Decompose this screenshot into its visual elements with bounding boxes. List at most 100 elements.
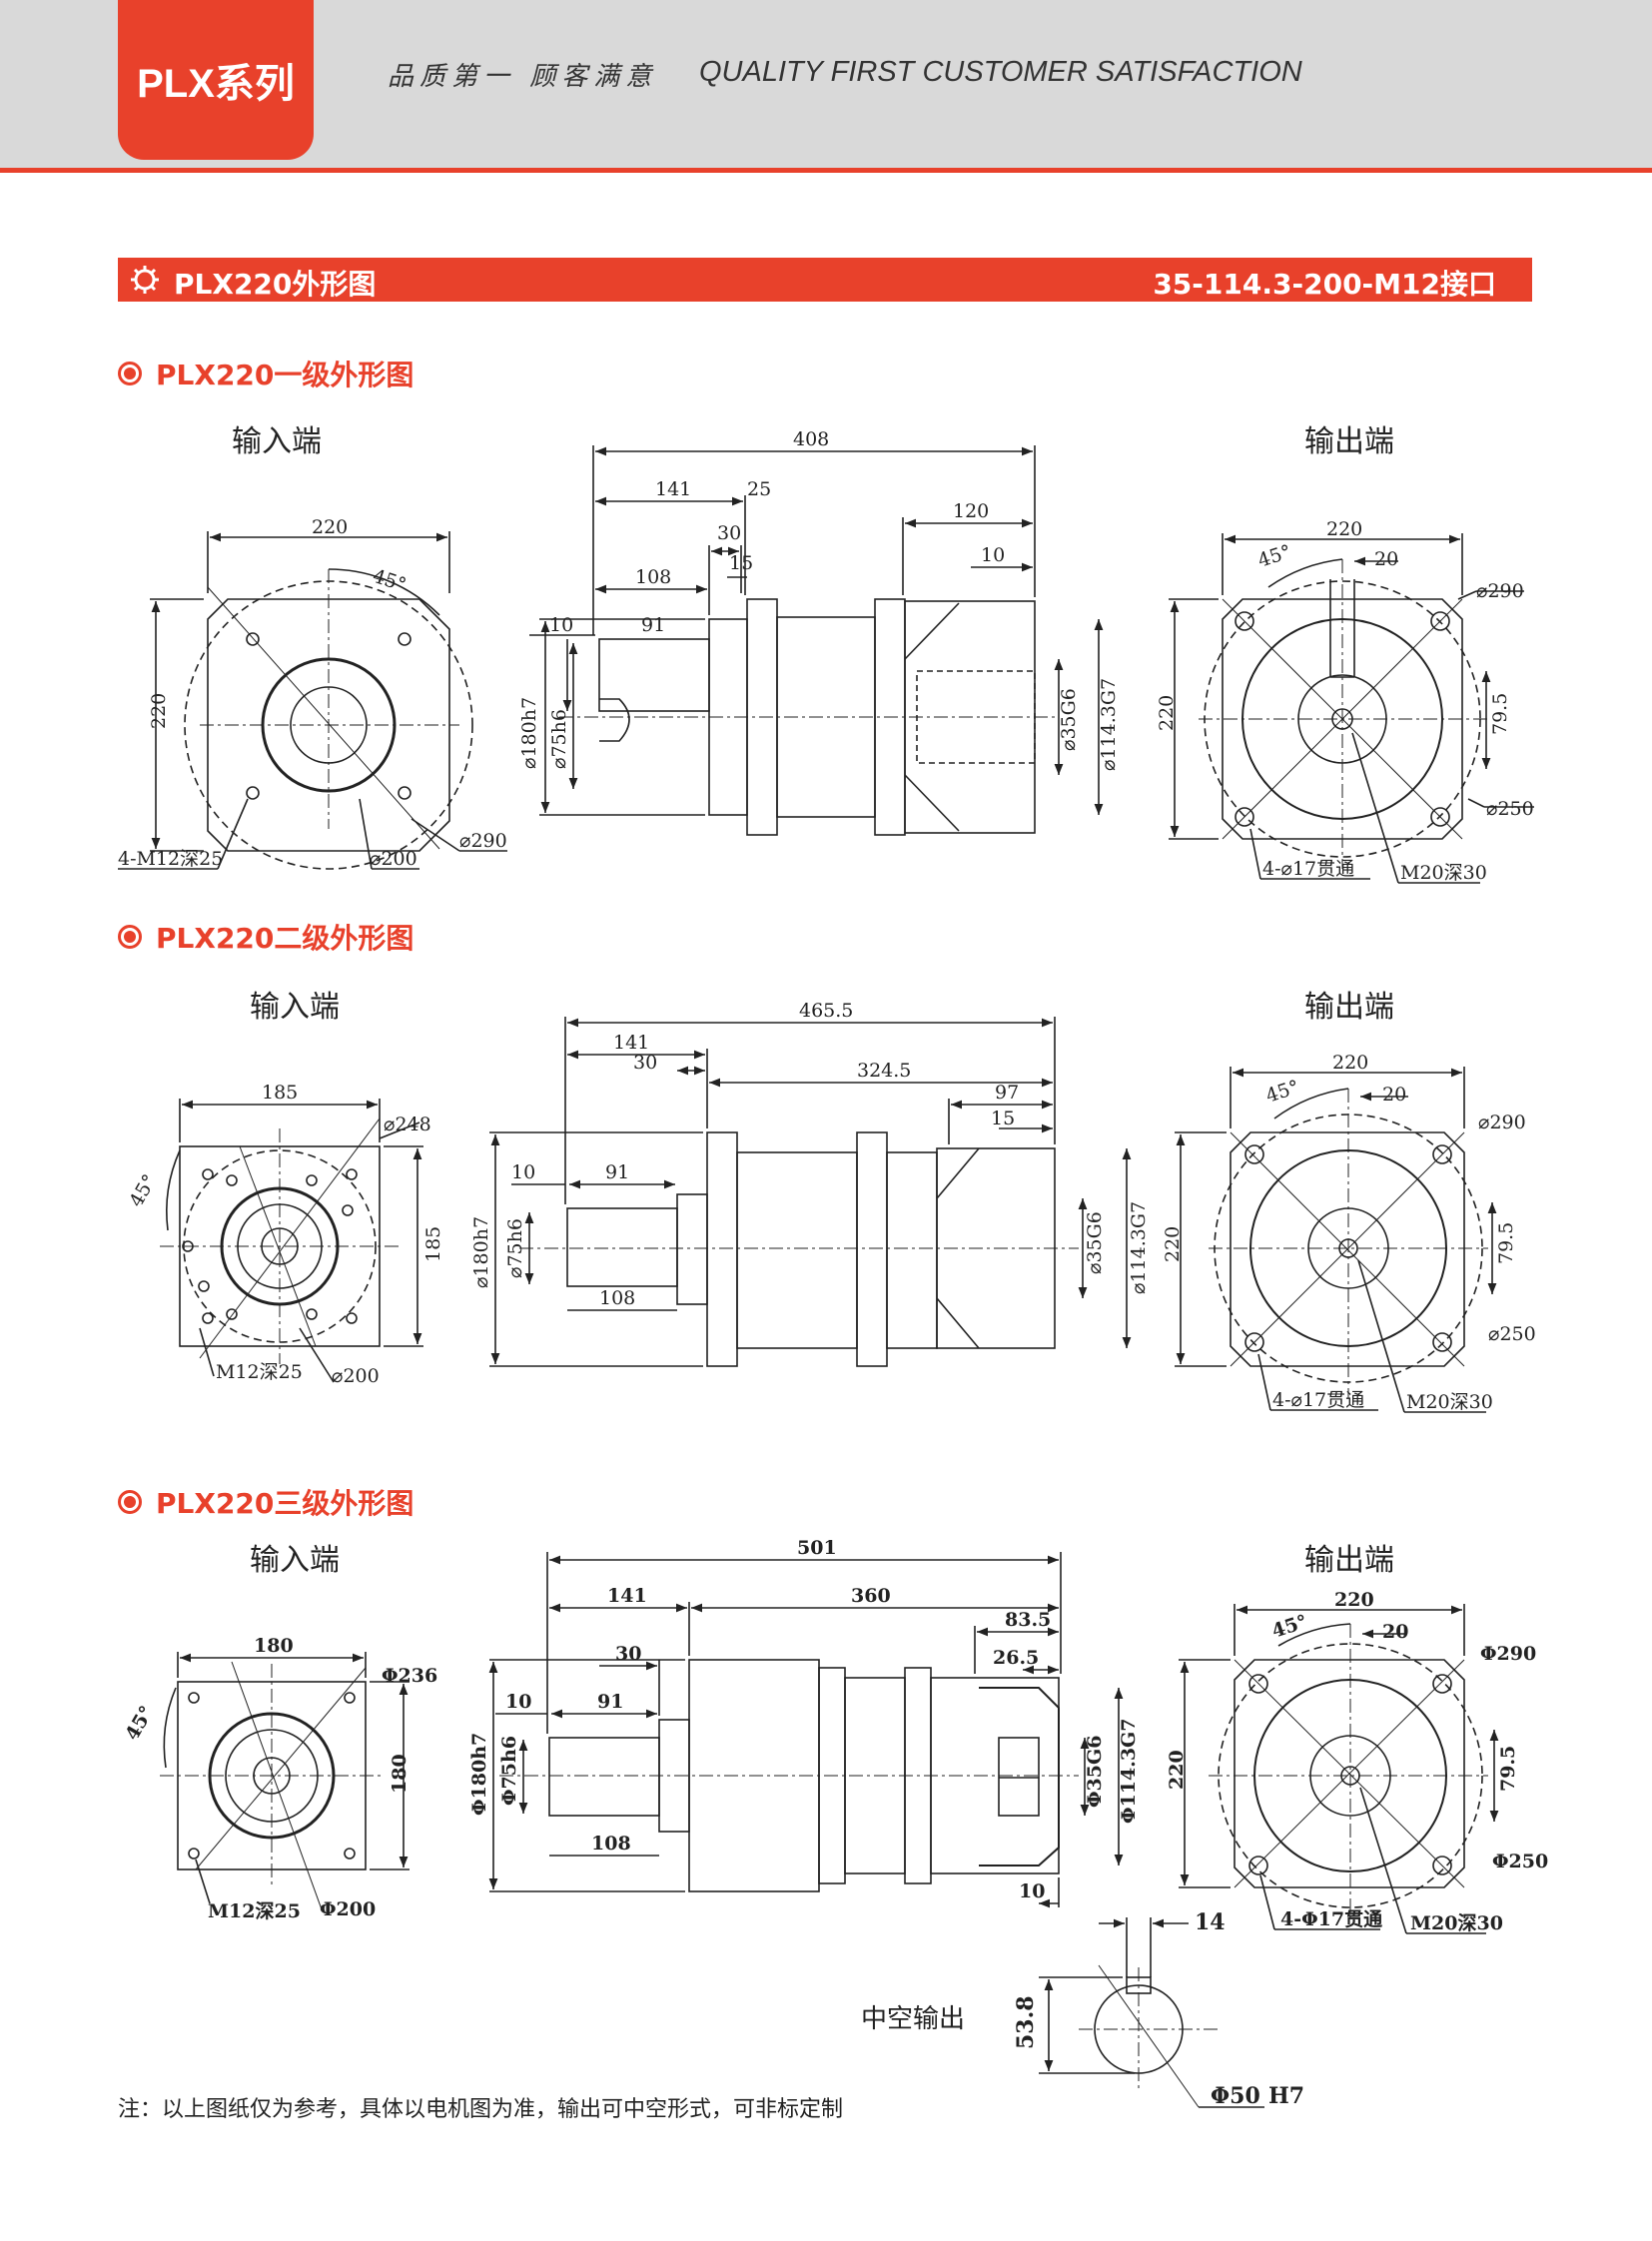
svg-text:4-⌀17贯通: 4-⌀17贯通 bbox=[1272, 1389, 1364, 1411]
svg-text:Φ236: Φ236 bbox=[382, 1665, 437, 1687]
stage1-input-view: 输入端 bbox=[118, 424, 507, 870]
footnote: 注：以上图纸仅为参考，具体以电机图为准，输出可中空形式，可非标定制 bbox=[118, 2097, 844, 2122]
gear-icon bbox=[131, 266, 159, 294]
svg-text:⌀75h6: ⌀75h6 bbox=[504, 1218, 526, 1278]
stage2-output-dims: 220 45° 20 ⌀290 220 79.5 ⌀250 4-⌀17贯通 M2… bbox=[1162, 1052, 1536, 1413]
svg-text:141: 141 bbox=[613, 1032, 649, 1054]
stage3-output-dims: 220 45° 20 Φ290 220 79.5 Φ250 4-Φ17贯通 M2… bbox=[1166, 1589, 1548, 1934]
svg-text:M12深25: M12深25 bbox=[208, 1899, 301, 1922]
stage2-output-view: 输出端 bbox=[1175, 990, 1497, 1413]
svg-text:⌀290: ⌀290 bbox=[1476, 580, 1524, 602]
stage1-side-dims: 408 141 25 30 15 108 10 91 120 10 ⌀180h7… bbox=[518, 428, 1120, 771]
svg-text:⌀180h7: ⌀180h7 bbox=[470, 1216, 492, 1288]
svg-text:501: 501 bbox=[797, 1537, 837, 1559]
svg-text:Φ50: Φ50 bbox=[1211, 2083, 1260, 2109]
svg-text:4-M12深25: 4-M12深25 bbox=[118, 848, 223, 870]
svg-text:M20深30: M20深30 bbox=[1400, 862, 1487, 884]
svg-text:15: 15 bbox=[991, 1108, 1015, 1129]
svg-text:⌀114.3G7: ⌀114.3G7 bbox=[1098, 678, 1120, 771]
svg-text:M20深30: M20深30 bbox=[1410, 1911, 1503, 1934]
svg-text:220: 220 bbox=[1162, 1226, 1184, 1262]
svg-text:⌀75h6: ⌀75h6 bbox=[548, 709, 570, 769]
svg-text:220: 220 bbox=[148, 693, 170, 729]
svg-text:26.5: 26.5 bbox=[993, 1647, 1039, 1669]
svg-text:220: 220 bbox=[312, 516, 348, 538]
svg-text:Φ290: Φ290 bbox=[1480, 1643, 1536, 1665]
svg-text:91: 91 bbox=[605, 1161, 629, 1183]
svg-text:360: 360 bbox=[851, 1585, 891, 1607]
bullet-icon bbox=[118, 1490, 142, 1514]
stage3-output-view: 输出端 bbox=[1179, 1543, 1499, 1934]
header-divider bbox=[0, 168, 1652, 173]
svg-text:20: 20 bbox=[1374, 548, 1398, 570]
stage1-output-label: 输出端 bbox=[1304, 424, 1394, 459]
stage1-output-dims: 220 45° 20 ⌀290 220 79.5 ⌀250 4-⌀17贯通 M2… bbox=[1156, 518, 1534, 884]
svg-text:10: 10 bbox=[511, 1161, 535, 1183]
svg-text:91: 91 bbox=[641, 614, 665, 636]
slogan-cn: 品质第一 顾客满意 bbox=[388, 62, 658, 92]
svg-text:185: 185 bbox=[262, 1082, 298, 1104]
svg-text:83.5: 83.5 bbox=[1005, 1609, 1051, 1631]
svg-text:97: 97 bbox=[995, 1082, 1019, 1104]
svg-text:⌀35G6: ⌀35G6 bbox=[1058, 688, 1080, 751]
svg-text:180: 180 bbox=[389, 1754, 411, 1794]
svg-text:⌀200: ⌀200 bbox=[370, 848, 417, 870]
svg-text:220: 220 bbox=[1156, 695, 1178, 731]
svg-text:M20深30: M20深30 bbox=[1406, 1391, 1493, 1413]
svg-text:108: 108 bbox=[635, 566, 671, 588]
svg-text:Φ250: Φ250 bbox=[1492, 1851, 1548, 1872]
svg-text:20: 20 bbox=[1382, 1621, 1408, 1643]
svg-text:Φ75h6: Φ75h6 bbox=[498, 1736, 520, 1806]
svg-text:465.5: 465.5 bbox=[799, 1000, 853, 1022]
svg-text:14: 14 bbox=[1195, 1909, 1226, 1935]
svg-text:45°: 45° bbox=[125, 1170, 161, 1210]
svg-text:220: 220 bbox=[1166, 1750, 1188, 1790]
bullet-icon bbox=[118, 925, 142, 949]
svg-text:45°: 45° bbox=[1255, 540, 1294, 571]
stage3-input-view: 输入端 bbox=[160, 1543, 410, 1910]
svg-text:⌀290: ⌀290 bbox=[459, 830, 507, 852]
svg-text:4-Φ17贯通: 4-Φ17贯通 bbox=[1280, 1908, 1383, 1930]
svg-text:10: 10 bbox=[981, 544, 1005, 566]
svg-text:141: 141 bbox=[655, 478, 691, 500]
svg-text:185: 185 bbox=[422, 1226, 444, 1262]
svg-text:25: 25 bbox=[747, 478, 771, 500]
stage3-hollow-output: 中空输出 bbox=[861, 1917, 1264, 2108]
stage2-input-label: 输入端 bbox=[250, 990, 340, 1025]
svg-text:10: 10 bbox=[1019, 1880, 1045, 1902]
bullet-icon bbox=[118, 362, 142, 385]
stage2-side-dims: 465.5 141 30 324.5 97 15 10 91 108 ⌀180h… bbox=[470, 1000, 1150, 1309]
svg-text:⌀114.3G7: ⌀114.3G7 bbox=[1128, 1201, 1150, 1294]
stage3-heading: PLX220三级外形图 bbox=[118, 1482, 413, 1522]
stage3-input-label: 输入端 bbox=[250, 1543, 340, 1578]
stage3-side-dims: 501 141 360 83.5 30 26.5 10 91 108 10 Φ1… bbox=[468, 1537, 1140, 1902]
stage1-input-dims: 220 220 45° 4-M12深25 ⌀200 ⌀290 bbox=[118, 516, 507, 870]
svg-text:220: 220 bbox=[1326, 518, 1362, 540]
svg-text:120: 120 bbox=[953, 500, 989, 522]
svg-text:30: 30 bbox=[633, 1052, 657, 1074]
svg-text:中空输出: 中空输出 bbox=[861, 2004, 965, 2034]
svg-text:30: 30 bbox=[717, 522, 741, 544]
stage3-input-dims: 180 180 45° Φ236 M12深25 Φ200 bbox=[121, 1635, 437, 1922]
svg-text:79.5: 79.5 bbox=[1495, 1222, 1517, 1264]
stage3-output-label: 输出端 bbox=[1304, 1543, 1394, 1578]
svg-text:45°: 45° bbox=[1269, 1611, 1310, 1643]
stage2-output-label: 输出端 bbox=[1304, 990, 1394, 1025]
section-title-bar: PLX220外形图 35-114.3-200-M12接口 bbox=[118, 258, 1532, 302]
svg-text:⌀35G6: ⌀35G6 bbox=[1084, 1211, 1106, 1274]
interface-code: 35-114.3-200-M12接口 bbox=[1153, 268, 1496, 301]
svg-text:⌀200: ⌀200 bbox=[332, 1365, 380, 1387]
svg-text:108: 108 bbox=[599, 1287, 635, 1309]
stage2-heading: PLX220二级外形图 bbox=[118, 917, 413, 957]
stage2-input-view: 输入端 bbox=[160, 990, 423, 1383]
svg-text:H7: H7 bbox=[1268, 2083, 1304, 2109]
stage3-hollow-dims: 14 53.8 Φ50 H7 bbox=[1013, 1909, 1304, 2109]
stage3-side-view bbox=[488, 1552, 1124, 1908]
svg-text:⌀250: ⌀250 bbox=[1486, 798, 1534, 820]
svg-text:79.5: 79.5 bbox=[1497, 1746, 1519, 1792]
stage1-heading: PLX220一级外形图 bbox=[118, 354, 413, 393]
series-tab: PLX系列 bbox=[118, 0, 314, 160]
section-title: PLX220外形图 bbox=[174, 268, 377, 301]
svg-text:408: 408 bbox=[793, 428, 829, 450]
